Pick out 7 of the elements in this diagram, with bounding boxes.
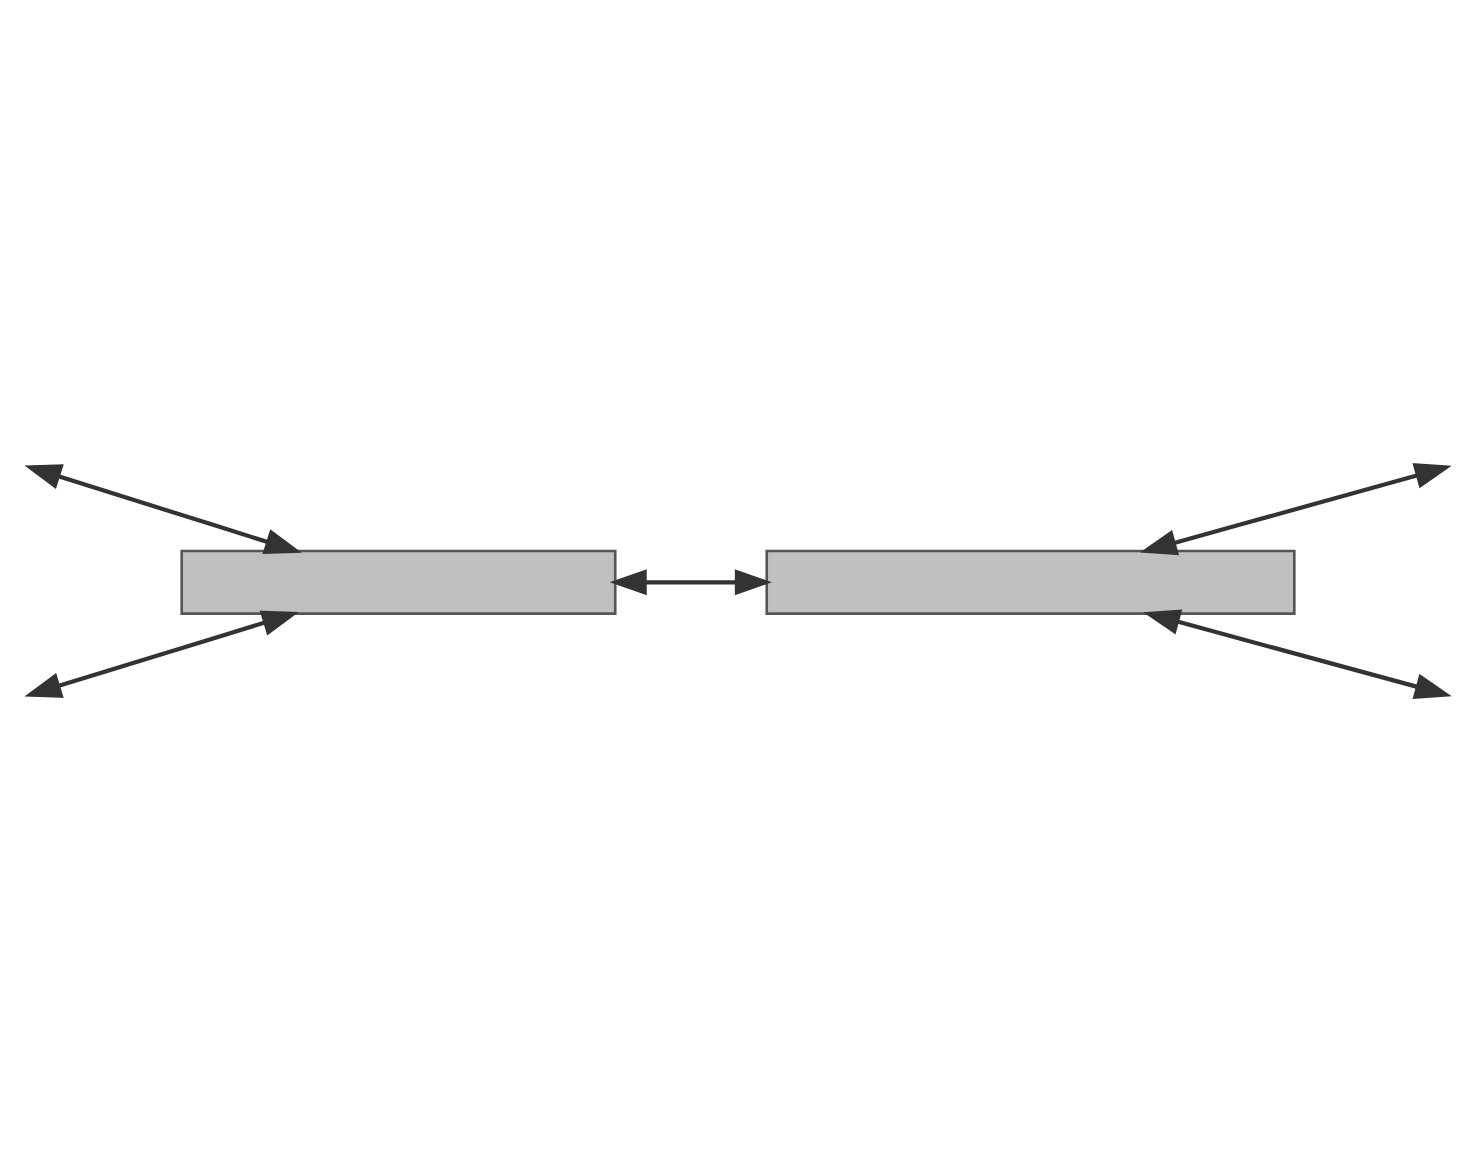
- arrow: [1139, 462, 1452, 555]
- node-box: [180, 548, 617, 614]
- arrow: [609, 568, 772, 595]
- arrow: [1143, 608, 1452, 699]
- arrow: [24, 463, 302, 553]
- node-box: [765, 548, 1296, 614]
- arrow: [24, 609, 299, 697]
